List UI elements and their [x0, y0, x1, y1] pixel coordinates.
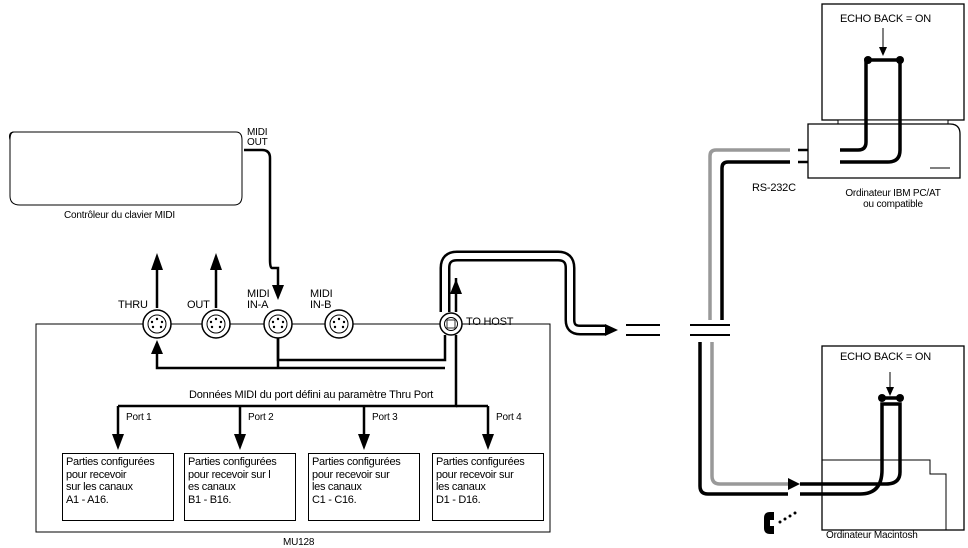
pc-computer	[807, 3, 965, 179]
mac-computer	[800, 345, 965, 531]
rs232c-label: RS-232C	[752, 182, 796, 194]
keyboard-label: Contrôleur du clavier MIDI	[64, 210, 175, 221]
to-host-label: TO HOST	[466, 316, 514, 328]
keyboard-outline	[9, 131, 243, 206]
port-2-label: Port 2	[248, 412, 274, 423]
port-1-label: Port 1	[126, 412, 152, 423]
thru-port-description: Données MIDI du port défini au paramètre…	[189, 389, 434, 401]
out-label: OUT	[187, 299, 210, 311]
cable-break-marks	[626, 324, 730, 336]
to-host-jack	[439, 312, 463, 336]
midi-in-a-jack	[263, 309, 293, 339]
mac-label: Ordinateur Macintosh	[826, 530, 918, 541]
mac-echo-back-label: ECHO BACK = ON	[840, 351, 932, 363]
mu128-body	[35, 323, 551, 533]
mu128-label: MU128	[283, 537, 315, 548]
port-3-label: Port 3	[372, 412, 398, 423]
thru-jack	[142, 309, 172, 339]
out-jack	[201, 309, 231, 339]
port-4-label: Port 4	[496, 412, 522, 423]
internal-thru-line	[276, 335, 447, 362]
midi-in-b-jack	[324, 309, 354, 339]
pc-echo-back-label: ECHO BACK = ON	[840, 13, 932, 25]
to-host-cable	[439, 250, 618, 336]
mac-cable	[698, 342, 840, 496]
phone-icon	[764, 511, 797, 534]
midi-out-cable	[244, 148, 280, 292]
thru-label: THRU	[118, 299, 148, 311]
